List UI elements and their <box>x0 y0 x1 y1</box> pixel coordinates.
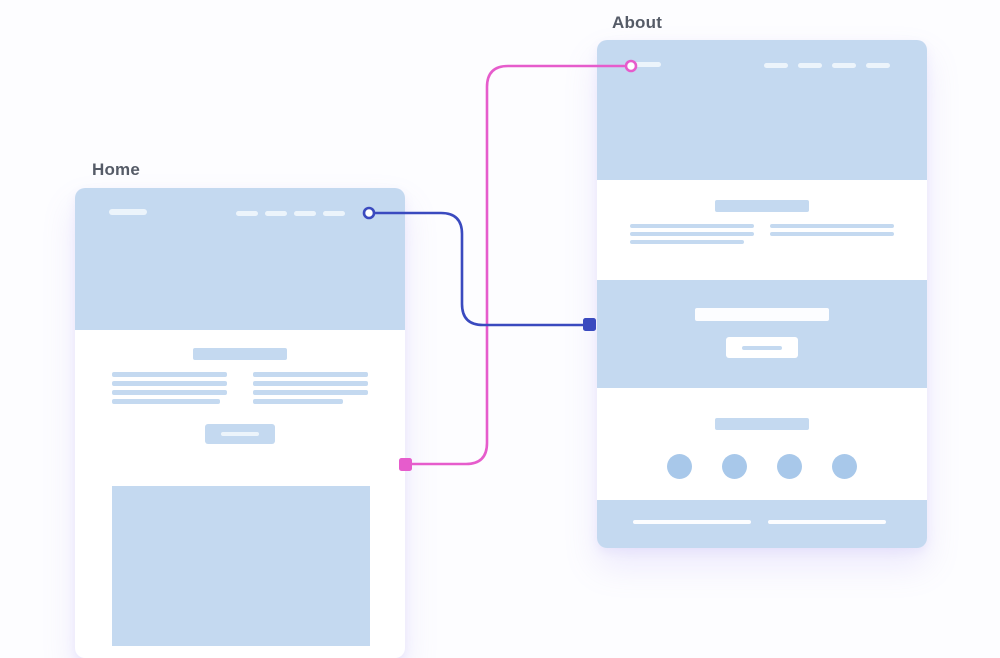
feature-button-placeholder <box>726 337 798 358</box>
text-line <box>630 224 754 228</box>
about-heading-placeholder <box>715 200 809 212</box>
about-feature-banner <box>597 280 927 388</box>
connector-start-square[interactable] <box>399 458 412 471</box>
button-label-placeholder <box>221 432 259 436</box>
text-line <box>112 399 221 404</box>
text-line <box>112 381 227 386</box>
home-text-columns <box>112 372 368 408</box>
connector-home-to-about-header[interactable] <box>409 64 626 466</box>
avatar <box>777 454 802 479</box>
button-label-placeholder <box>742 345 782 350</box>
footer-link-placeholder <box>633 520 751 524</box>
connector-layer <box>362 59 638 471</box>
nav-item-placeholder <box>798 63 822 68</box>
footer-link-placeholder <box>768 520 886 524</box>
text-line <box>112 372 227 377</box>
text-line <box>112 390 227 395</box>
home-cta-button-placeholder <box>205 424 275 444</box>
text-column <box>630 224 754 248</box>
home-page-frame[interactable] <box>75 188 405 658</box>
text-column <box>253 372 368 408</box>
nav-item-placeholder <box>236 211 258 216</box>
connector-home-nav-to-about-feature[interactable] <box>373 211 585 327</box>
about-avatar-row <box>597 454 927 479</box>
about-page-frame[interactable] <box>597 40 927 548</box>
about-logo-placeholder <box>633 62 661 67</box>
avatar <box>667 454 692 479</box>
about-text-columns <box>630 224 894 248</box>
home-heading-placeholder <box>193 348 287 360</box>
nav-item-placeholder <box>832 63 856 68</box>
about-section-heading-placeholder <box>715 418 809 430</box>
text-line <box>253 381 368 386</box>
connector-end-square[interactable] <box>583 318 596 331</box>
nav-item-placeholder <box>764 63 788 68</box>
connector-start-port[interactable] <box>362 206 376 220</box>
text-line <box>253 372 368 377</box>
home-page-label: Home <box>92 160 141 179</box>
text-line <box>630 232 754 236</box>
avatar <box>722 454 747 479</box>
home-nav-placeholder <box>236 211 345 216</box>
home-image-placeholder <box>112 486 370 646</box>
nav-item-placeholder <box>265 211 287 216</box>
text-line <box>630 240 745 244</box>
text-column <box>112 372 227 408</box>
nav-item-placeholder <box>866 63 890 68</box>
text-line <box>253 399 343 404</box>
about-footer-block <box>597 500 927 548</box>
home-logo-placeholder <box>109 209 147 215</box>
home-header-block <box>75 188 405 330</box>
about-page-label: About <box>612 13 663 32</box>
connector-end-port[interactable] <box>624 59 638 73</box>
text-line <box>253 390 368 395</box>
text-line <box>770 224 894 228</box>
flow-canvas: { "canvas": { "background": "#fdfdff" },… <box>75 13 927 646</box>
nav-item-placeholder <box>294 211 316 216</box>
nav-item-placeholder <box>323 211 345 216</box>
feature-heading-placeholder <box>695 308 829 321</box>
avatar <box>832 454 857 479</box>
about-header-block <box>597 40 927 180</box>
text-line <box>770 232 894 236</box>
text-column <box>770 224 894 248</box>
about-nav-placeholder <box>764 63 890 68</box>
